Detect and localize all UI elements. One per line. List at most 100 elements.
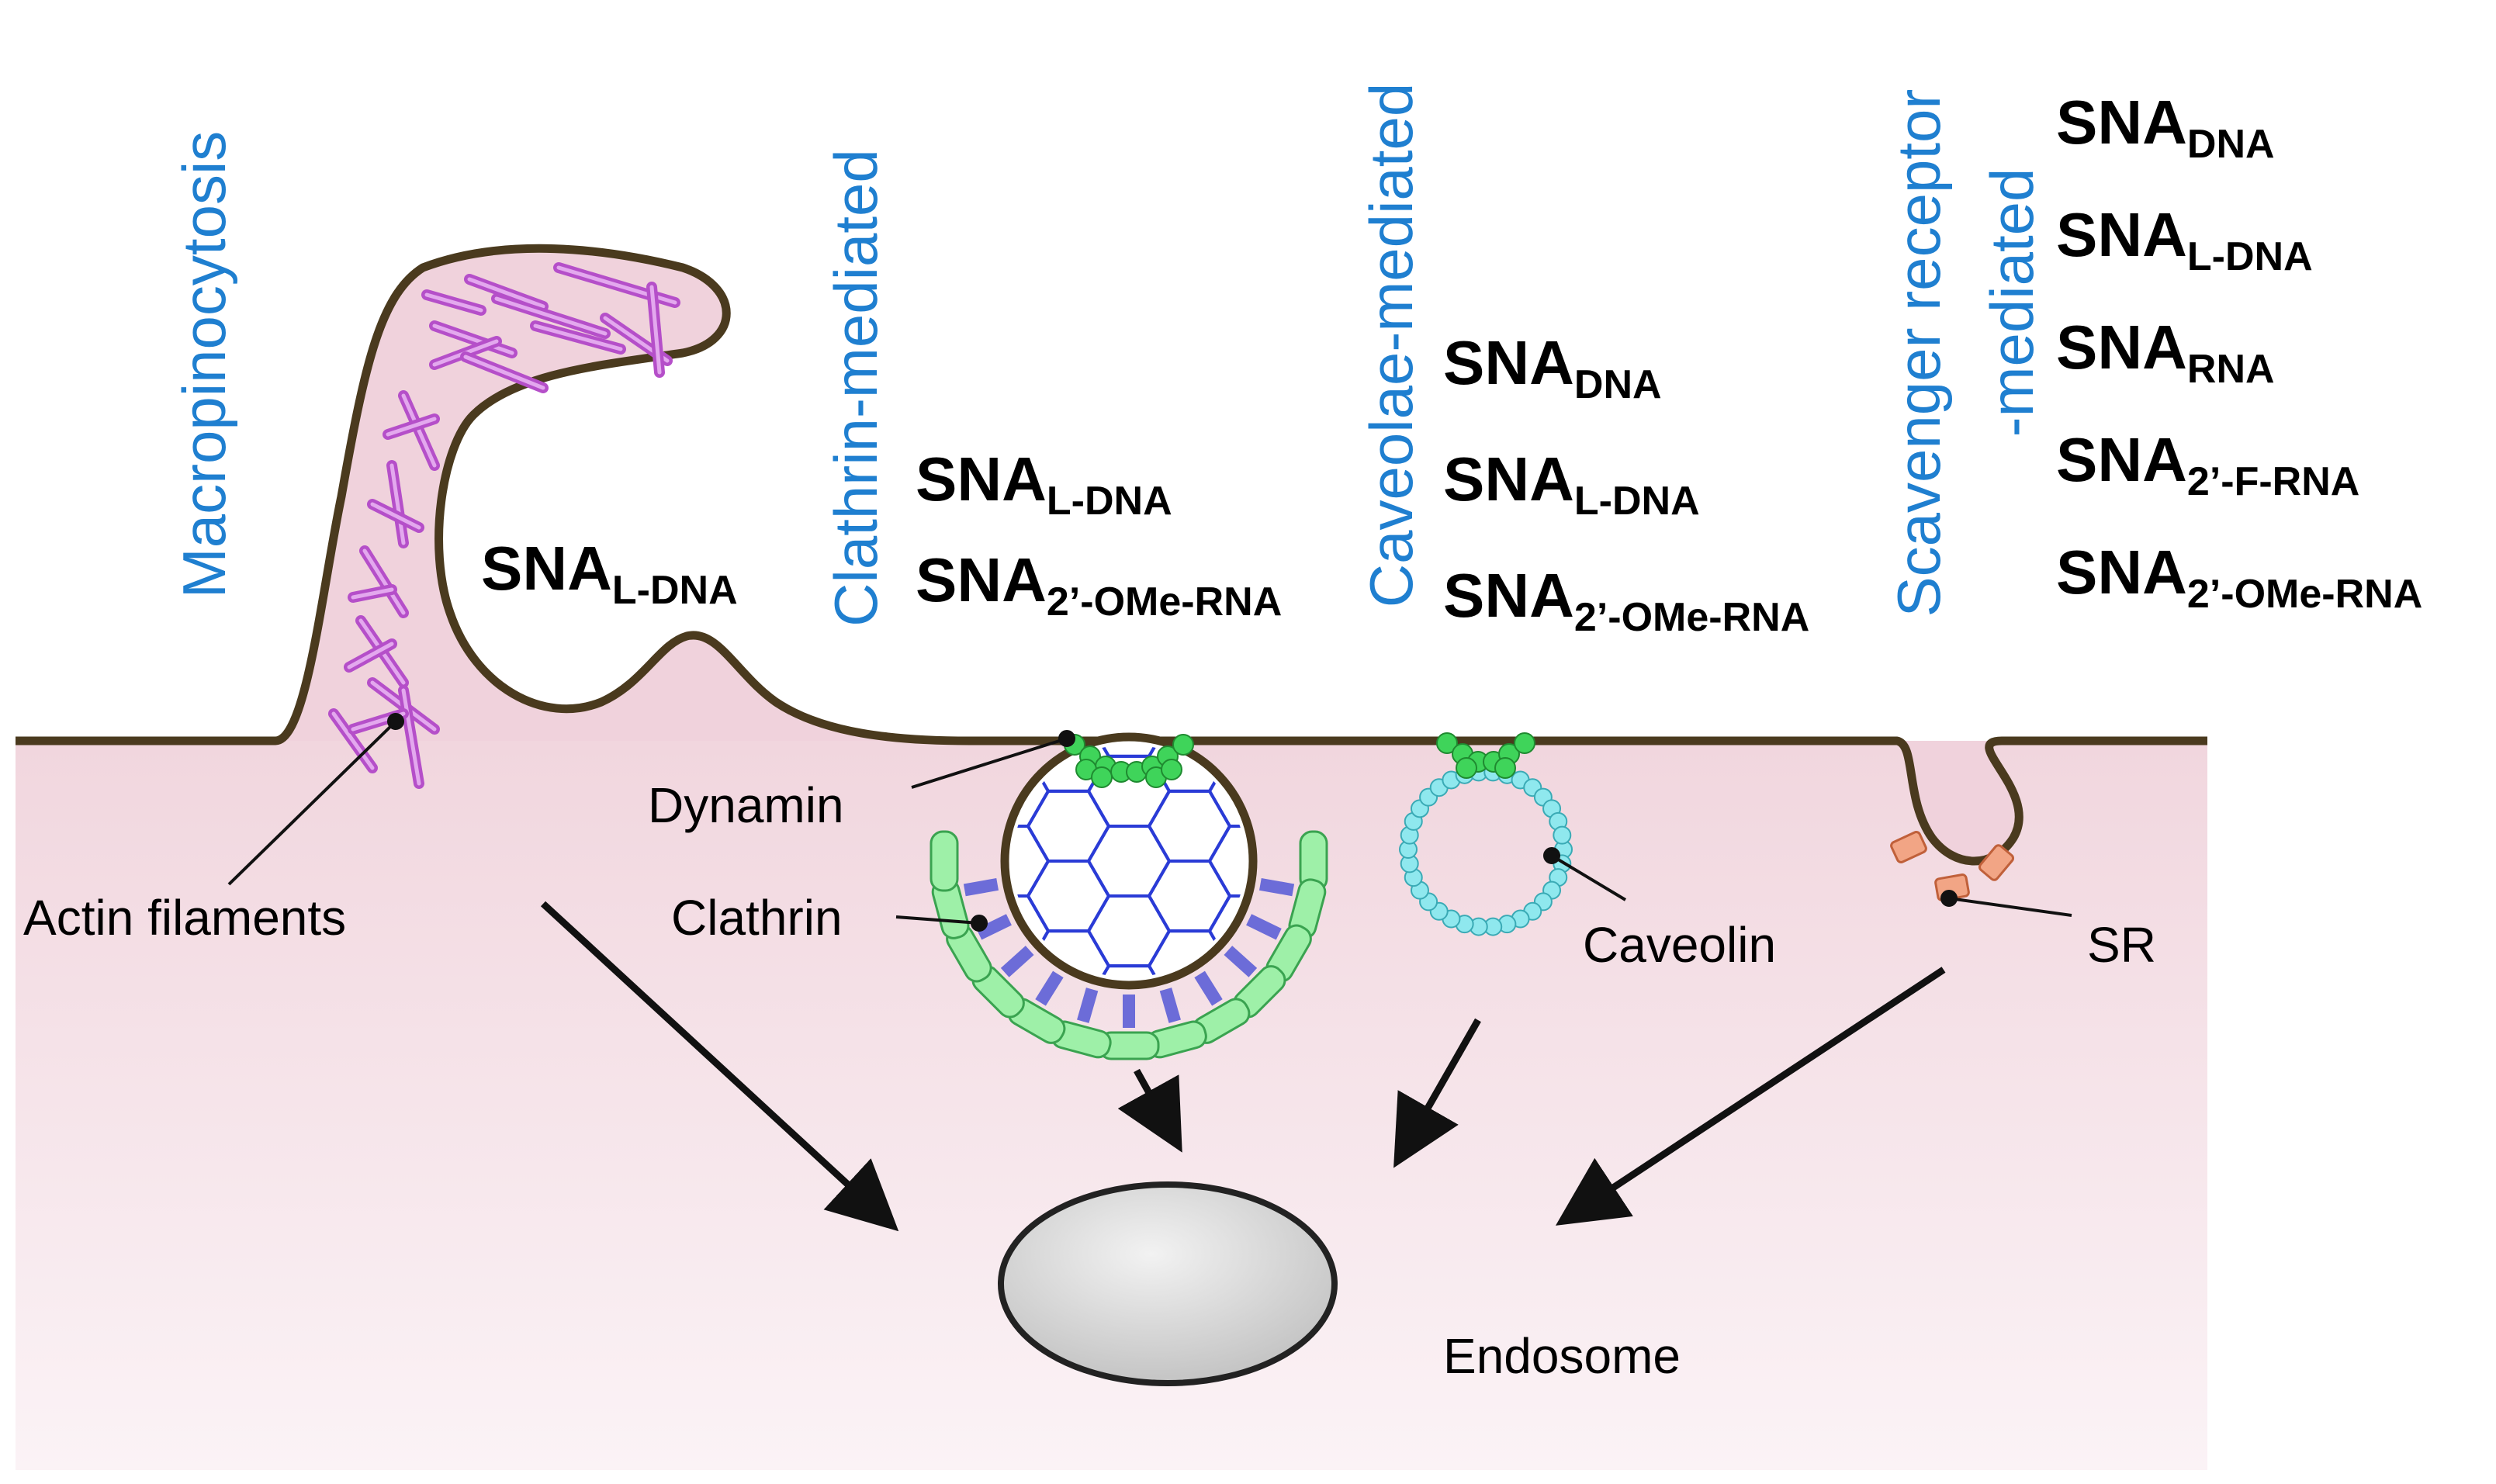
- sr-receptor: [1890, 831, 1927, 863]
- callout-sr: SR: [2087, 917, 2156, 973]
- actin-highlight: [351, 587, 394, 600]
- lattice-cell: [1331, 617, 1411, 687]
- actin-highlight: [649, 285, 662, 375]
- caveolae-neck-beads: [1436, 732, 1535, 779]
- actin-highlight: [467, 277, 545, 309]
- lattice-cell: [1028, 652, 1109, 721]
- clathrin-triskelia: [930, 830, 1328, 1060]
- sna-label: SNAL-DNA: [2056, 200, 2313, 279]
- sna-list-clathrin: SNAL-DNA SNA2’-OMe-RNA: [916, 445, 1282, 624]
- actin-filaments: [328, 262, 680, 789]
- arrow-scavenger: [1555, 967, 1946, 1226]
- leader-dot: [1058, 730, 1075, 747]
- lattice-cell: [1086, 964, 1172, 977]
- sna-label: SNAL-DNA: [1443, 445, 1700, 524]
- callout-caveolin: Caveolin: [1583, 917, 1776, 973]
- sna-label: SNAL-DNA: [916, 445, 1172, 524]
- sna-list-scavenger: SNADNA SNAL-DNA SNARNA SNA2’-F-RNA SNA2’-OMe…: [2056, 88, 2422, 617]
- actin-highlight: [494, 296, 608, 336]
- caveolae-neck-bead: [1514, 732, 1535, 754]
- clathrin-link: [1258, 877, 1295, 897]
- scavenger-receptors: [1890, 831, 2015, 901]
- leader-dot: [387, 713, 404, 730]
- clathrin-link: [1000, 946, 1034, 977]
- actin-highlight: [347, 642, 394, 669]
- leader-dot: [971, 915, 988, 932]
- sna-label: SNA2’-F-RNA: [2056, 425, 2359, 504]
- actin-highlight: [401, 393, 437, 468]
- leader-dynamin: [911, 737, 1068, 789]
- endosome: [998, 1181, 1338, 1386]
- sna-list-caveolae: SNADNA SNAL-DNA SNA2’-OMe-RNA: [1443, 328, 1809, 640]
- clathrin-link: [1246, 914, 1282, 940]
- sna-label: SNA2’-OMe-RNA: [2056, 538, 2422, 617]
- lattice-cell: [1207, 754, 1245, 828]
- clathrin-link: [1194, 970, 1223, 1006]
- sna-label: SNARNA: [2056, 313, 2275, 392]
- lattice-cell: [1210, 617, 1290, 687]
- lattice-cell: [1089, 617, 1169, 687]
- actin-highlight: [370, 502, 421, 530]
- leader-sr: [1948, 897, 2072, 917]
- callout-endosome: Endosome: [1443, 1328, 1681, 1384]
- leader-dot: [1543, 847, 1560, 864]
- sna-label: SNAL-DNA: [481, 534, 738, 613]
- lattice-cell: [1207, 894, 1245, 968]
- caveolae-neck-bead: [1494, 757, 1516, 779]
- dynamin-bead: [1161, 759, 1182, 780]
- actin-highlight: [401, 688, 421, 786]
- callout-actin-filaments: Actin filaments: [23, 890, 346, 946]
- clathrin-link: [976, 914, 1012, 940]
- label-scavenger-line1: Scavenger receptor: [1885, 89, 1953, 617]
- actin-highlight: [432, 323, 514, 355]
- clathrin-links: [963, 877, 1295, 1028]
- sna-label: SNA2’-OMe-RNA: [916, 545, 1282, 624]
- actin-highlight: [424, 292, 483, 313]
- label-clathrin-mediated: Clathrin-mediated: [822, 149, 890, 627]
- actin-highlight: [463, 355, 545, 390]
- sna-label: SNADNA: [1443, 328, 1662, 407]
- lattice-cell: [1207, 825, 1245, 898]
- sr-receptor: [1978, 844, 2015, 881]
- caveolae-vesicle: [1399, 732, 1573, 936]
- clathrin-link: [1077, 988, 1099, 1023]
- leader-actin: [227, 720, 397, 886]
- sna-label: SNA2’-OMe-RNA: [1443, 561, 1809, 640]
- clathrin-vesicle: [1000, 732, 1258, 990]
- arrow-caveolae: [1393, 1018, 1481, 1168]
- clathrin-link: [1035, 970, 1064, 1006]
- dynamin-bead: [1091, 766, 1113, 788]
- clathrin-unit: [930, 830, 959, 892]
- lattice-cell: [907, 652, 988, 721]
- caveolin-bead: [1553, 825, 1572, 845]
- lattice-cell: [968, 617, 1048, 687]
- actin-highlight: [533, 323, 623, 351]
- dynamin-ring: [1064, 734, 1194, 788]
- clathrin-link: [963, 877, 999, 897]
- arrow-macropinocytosis: [540, 901, 899, 1232]
- label-macropinocytosis: Macropinocytosis: [170, 131, 238, 599]
- plasma-membrane: [16, 244, 2207, 866]
- arrow-clathrin: [1117, 1068, 1182, 1153]
- leader-dot: [1940, 890, 1958, 907]
- sna-label: SNADNA: [2056, 88, 2275, 167]
- clathrin-link: [1159, 988, 1181, 1023]
- label-scavenger-line2: -mediated: [1978, 168, 2046, 438]
- actin-highlight: [389, 463, 406, 545]
- leader-caveolin: [1550, 854, 1627, 901]
- label-caveolae-mediated: Caveolae-mediated: [1357, 83, 1425, 607]
- lattice-cell: [1270, 582, 1351, 652]
- sna-list-macropinocytosis: SNAL-DNA: [481, 534, 738, 613]
- actin-highlight: [386, 417, 437, 437]
- lattice-cell: [1270, 652, 1351, 721]
- callout-clathrin: Clathrin: [671, 890, 843, 946]
- dynamin-bead: [1172, 734, 1194, 756]
- actin-highlight: [331, 711, 375, 770]
- clathrin-link: [1224, 946, 1258, 977]
- caveolae-neck-bead: [1436, 732, 1458, 754]
- callout-dynamin: Dynamin: [648, 777, 844, 833]
- leader-clathrin: [895, 915, 980, 925]
- lattice-cell: [1149, 652, 1230, 721]
- caveolae-neck-bead: [1456, 757, 1477, 779]
